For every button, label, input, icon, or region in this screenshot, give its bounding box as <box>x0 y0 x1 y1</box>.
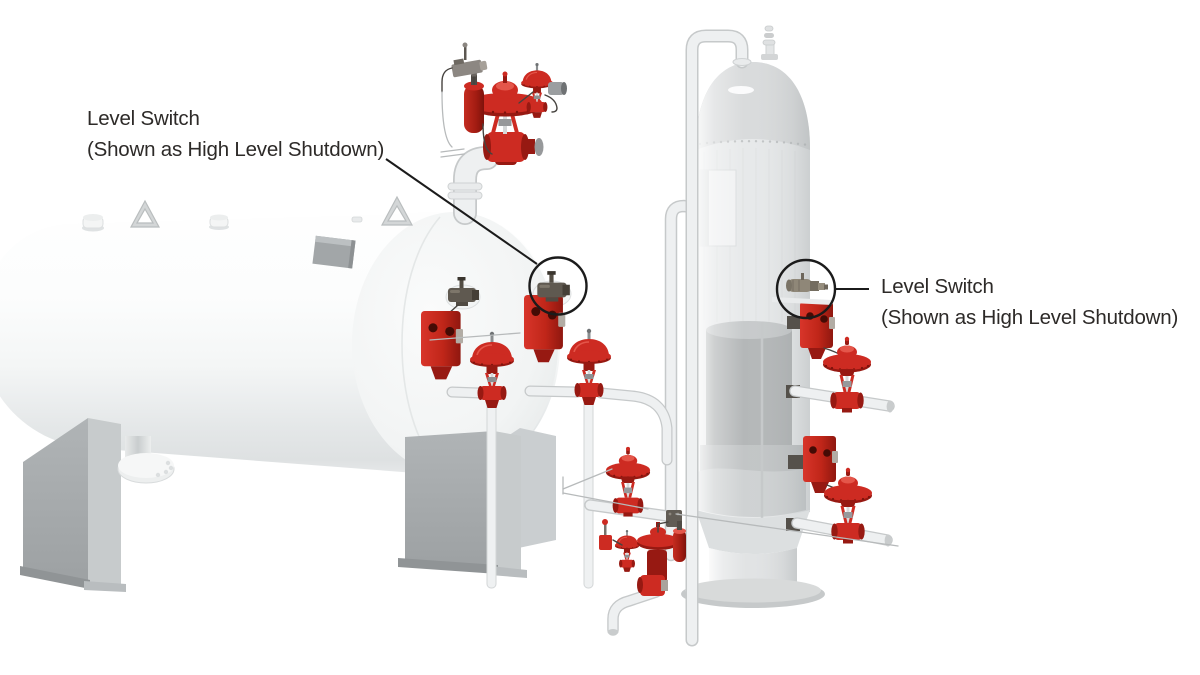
vent-fitting <box>761 25 778 60</box>
switch-bracket <box>772 297 832 305</box>
callout-label-right-line2: (Shown as High Level Shutdown) <box>881 306 1179 329</box>
valve-column <box>647 550 667 582</box>
pipe-flange <box>447 191 483 200</box>
bottom-valve-group <box>599 519 686 636</box>
nozzle-stub <box>788 455 804 469</box>
vertical-tank <box>681 25 825 608</box>
callout-label-right: Level Switch (Shown as High Level Shutdo… <box>881 271 1178 333</box>
gas-equalizing-line <box>685 29 752 647</box>
volume-bottle <box>464 71 484 133</box>
bottom-block-valve <box>637 575 668 596</box>
pipe-flange <box>732 58 752 66</box>
valve-actuator <box>468 71 542 134</box>
instrument-tubing <box>562 468 899 547</box>
regulator-cylinder <box>548 82 567 95</box>
volume-cylinder <box>673 521 686 562</box>
saddle-support-left <box>20 418 126 592</box>
pilot-instrument <box>451 58 488 78</box>
vertical-tank-inlet-downpipe <box>664 199 709 562</box>
face-tubing <box>429 332 521 341</box>
pipe-flange <box>447 182 483 191</box>
vertical-tank-valving <box>786 302 895 547</box>
saddle-support-right <box>398 431 527 578</box>
regulator-pipe-right <box>524 385 584 398</box>
vent-cap <box>82 214 104 232</box>
callout-circle-left <box>528 256 588 316</box>
lifting-lug <box>129 199 161 228</box>
pipe-open-end <box>884 534 892 547</box>
small-boss <box>351 216 363 223</box>
valve-stem-rod <box>583 397 594 589</box>
instrument-stem <box>464 46 467 60</box>
globe-valve-body <box>483 132 544 165</box>
callout-label-left-line2: (Shown as High Level Shutdown) <box>87 138 385 161</box>
lifting-lug <box>380 195 414 226</box>
annotations <box>385 158 869 320</box>
callout-label-left-line1: Level Switch <box>87 107 200 130</box>
manway-plate <box>312 235 356 269</box>
nozzle-stub <box>787 316 802 329</box>
end-face-instruments <box>421 271 572 380</box>
regulator-discharge-branch <box>595 387 673 466</box>
drain-nozzle-flange <box>117 436 175 484</box>
pipe-open-end <box>886 400 894 413</box>
base-pad-top <box>685 578 821 603</box>
shell-sheen <box>696 62 810 520</box>
interconnect-piping <box>446 327 899 636</box>
drain-pipe <box>607 586 662 636</box>
pilot-regulator <box>614 529 640 573</box>
assembly-tubing <box>440 67 558 158</box>
callout-label-left: Level Switch (Shown as High Level Shutdo… <box>87 103 384 165</box>
pressure-control-valve-assembly <box>440 42 567 225</box>
callout-label-right-line1: Level Switch <box>881 275 994 298</box>
callout-circle-right <box>775 258 837 320</box>
vent-cap <box>209 214 229 230</box>
regulator-pipe-left <box>446 386 486 399</box>
level-switch-right-tank <box>772 273 832 305</box>
valve-stem-rod <box>486 399 497 589</box>
callout-leader-left <box>385 158 538 265</box>
relief-valve <box>599 519 612 550</box>
riser-pipe-elbow <box>453 146 499 225</box>
